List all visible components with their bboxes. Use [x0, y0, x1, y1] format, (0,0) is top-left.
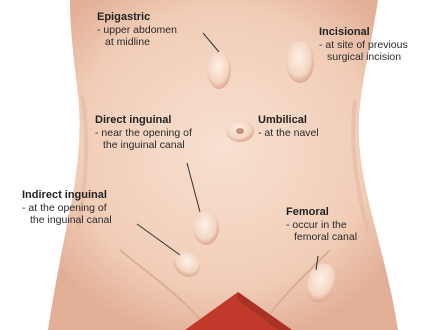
label-indirect-inguinal: Indirect inguinal - at the opening of th…: [22, 189, 112, 227]
label-femoral-line1: - occur in the: [286, 219, 357, 232]
label-femoral-line2: femoral canal: [286, 231, 357, 244]
label-indirect-inguinal-title: Indirect inguinal: [22, 189, 112, 202]
label-incisional: Incisional - at site of previous surgica…: [319, 26, 408, 64]
umbilical-navel: [236, 128, 244, 134]
label-incisional-title: Incisional: [319, 26, 408, 39]
incisional-bulge: [286, 41, 314, 83]
label-direct-inguinal-line2: the inguinal canal: [95, 139, 192, 152]
label-umbilical: Umbilical - at the navel: [258, 114, 319, 139]
label-umbilical-title: Umbilical: [258, 114, 319, 127]
label-indirect-inguinal-line2: the inguinal canal: [22, 214, 112, 227]
label-direct-inguinal: Direct inguinal - near the opening of th…: [95, 114, 192, 152]
label-epigastric-line1: - upper abdomen: [97, 24, 177, 37]
label-direct-inguinal-title: Direct inguinal: [95, 114, 192, 127]
epigastric-bulge: [207, 51, 231, 89]
label-incisional-line2: surgical incision: [319, 51, 408, 64]
label-epigastric: Epigastric - upper abdomen at midline: [97, 11, 177, 49]
label-femoral-title: Femoral: [286, 206, 357, 219]
label-umbilical-line1: - at the navel: [258, 127, 319, 140]
label-incisional-line1: - at site of previous: [319, 39, 408, 52]
direct-inguinal-bulge: [193, 211, 219, 245]
label-femoral: Femoral - occur in the femoral canal: [286, 206, 357, 244]
label-indirect-inguinal-line1: - at the opening of: [22, 202, 112, 215]
label-epigastric-title: Epigastric: [97, 11, 177, 24]
label-epigastric-line2: at midline: [97, 36, 177, 49]
label-direct-inguinal-line1: - near the opening of: [95, 127, 192, 140]
